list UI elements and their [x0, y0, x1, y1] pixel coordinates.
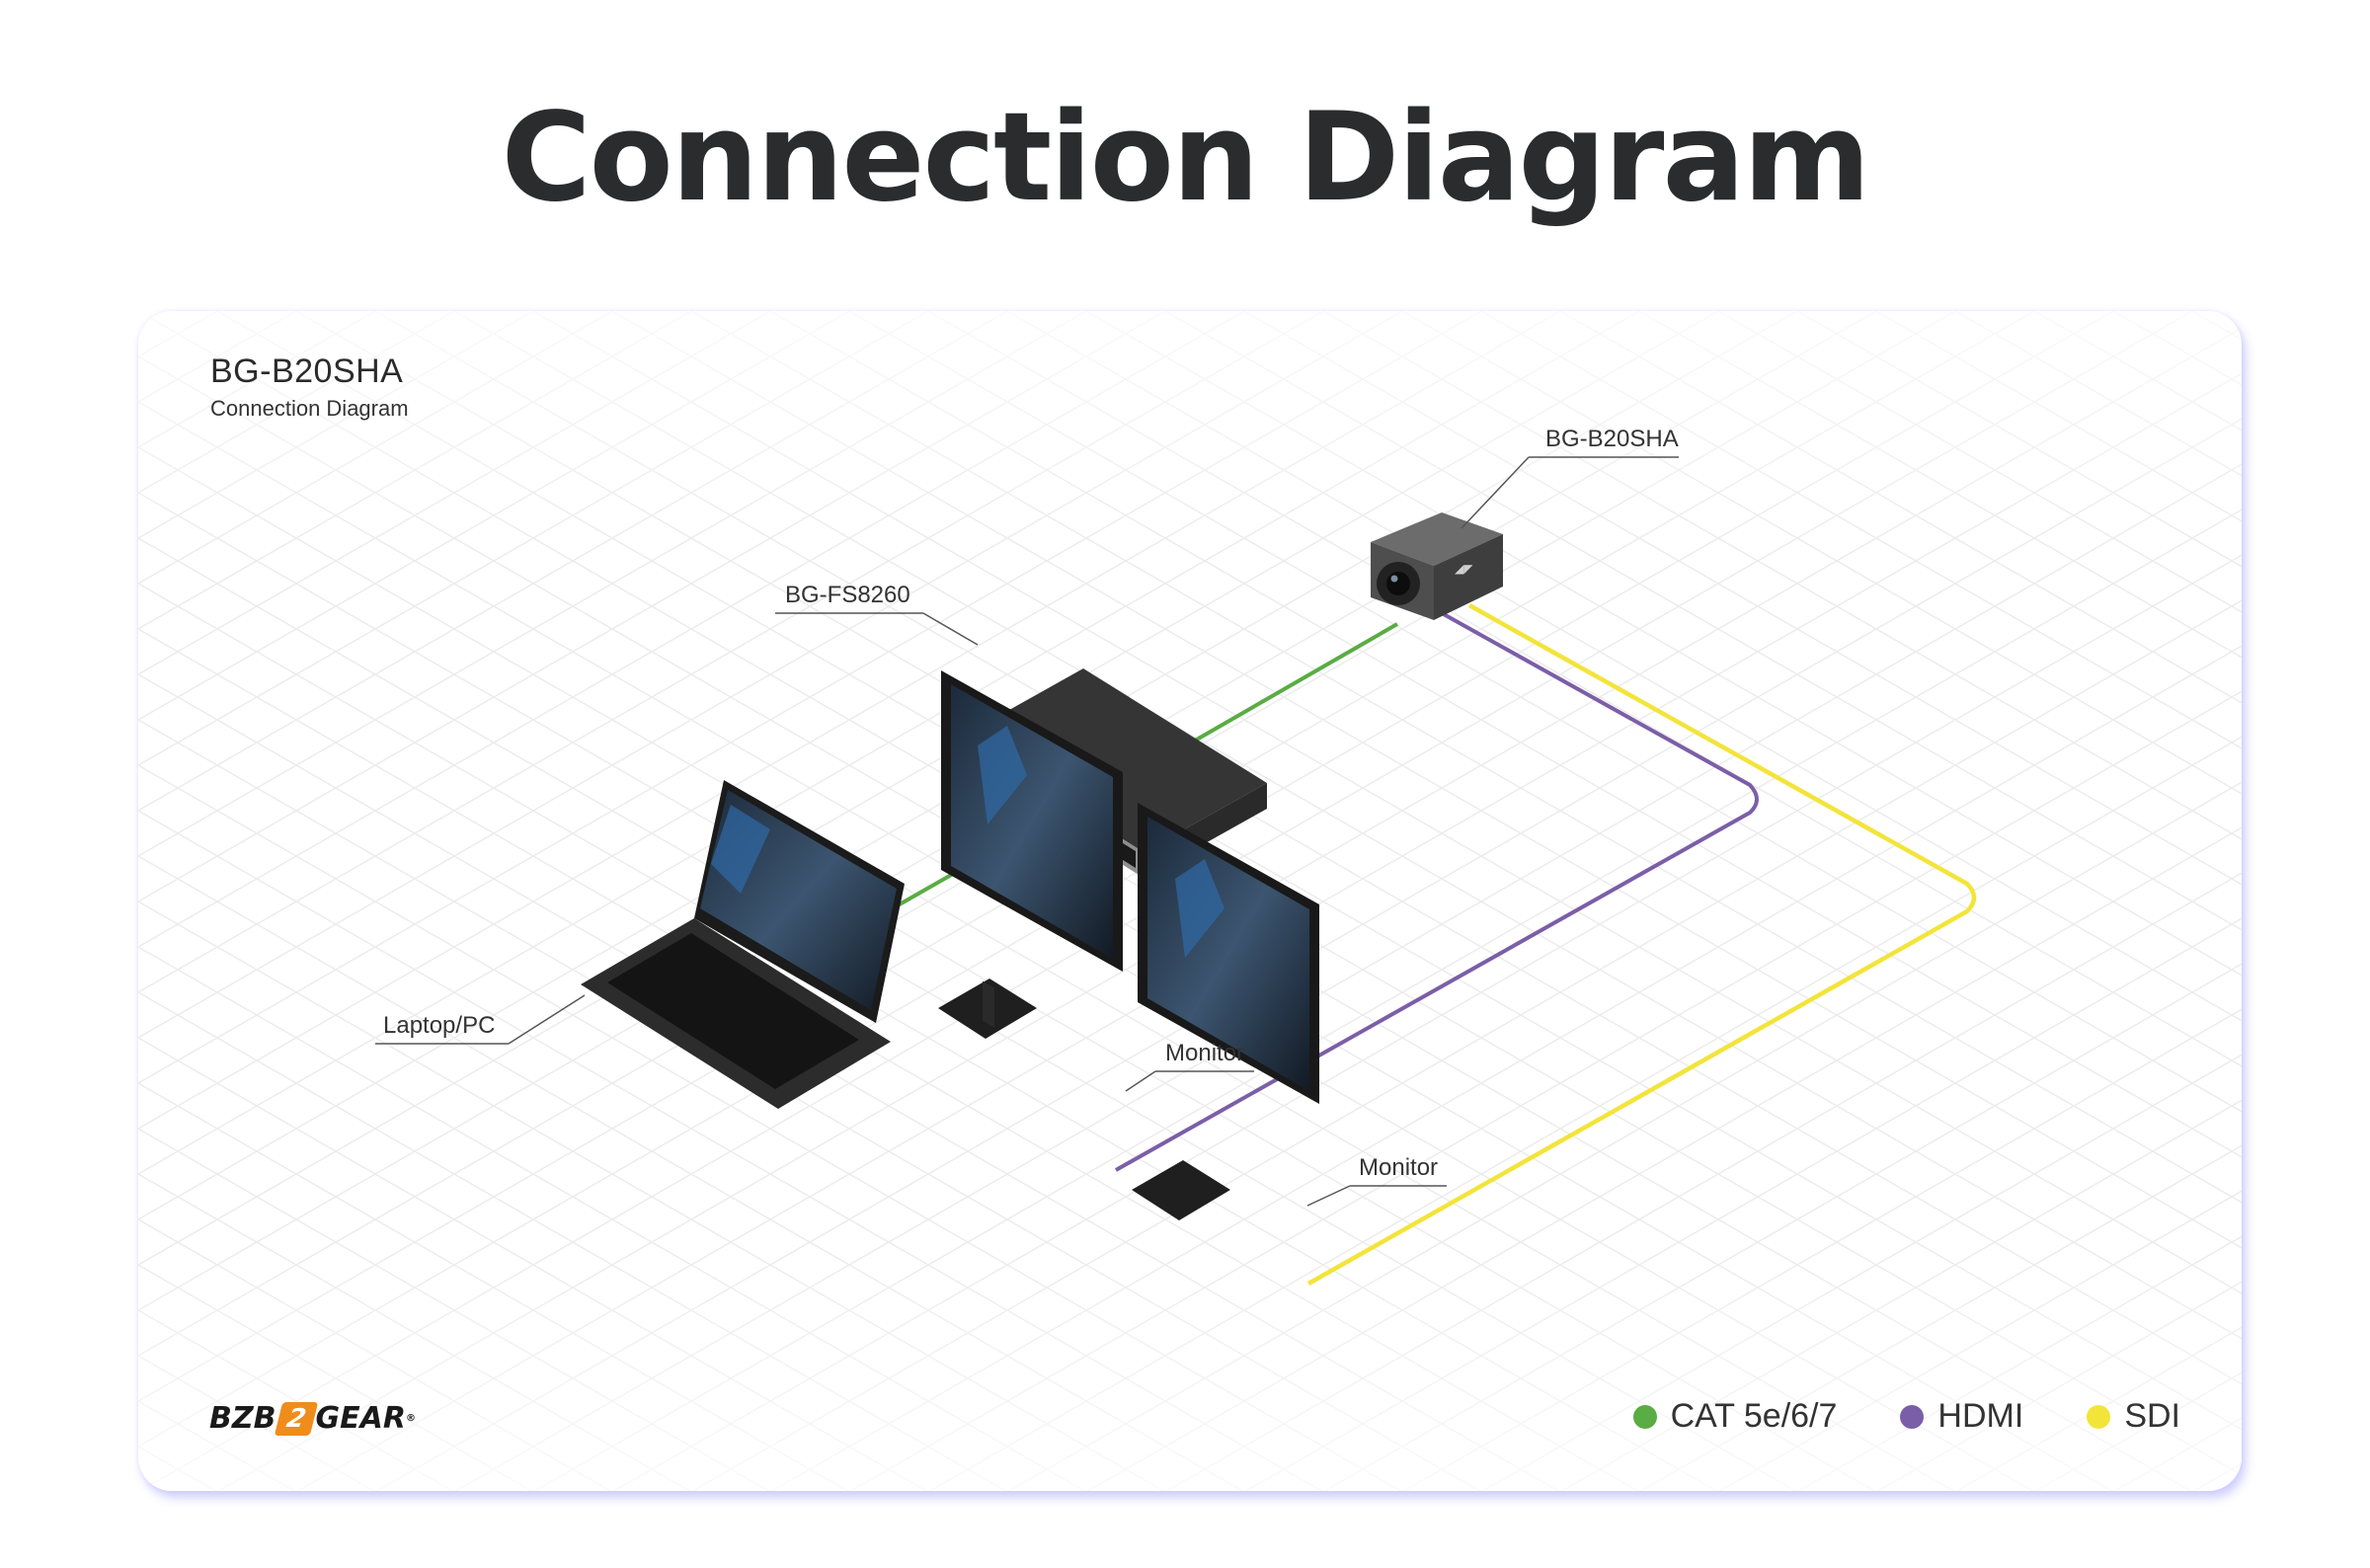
cable-sdi — [1306, 603, 1977, 1286]
page-title: Connection Diagram — [501, 87, 1871, 229]
monitor-icon — [1132, 803, 1319, 1220]
brand-logo-left: BZB — [209, 1401, 276, 1436]
camera-callout-label: BG-B20SHA — [1545, 426, 1679, 452]
cable-cat-switch-camera — [1194, 622, 1398, 743]
diagram-canvas: ◢◤ — [138, 311, 2242, 1491]
laptop-icon — [581, 780, 905, 1109]
diagram-card: ◢◤ — [138, 311, 2242, 1491]
legend-swatch-cat — [1632, 1404, 1657, 1429]
laptop-callout-label: Laptop/PC — [383, 1012, 496, 1039]
legend-label-sdi: SDI — [2124, 1397, 2180, 1435]
legend-item-sdi: SDI — [2087, 1397, 2180, 1436]
callout-leaders — [375, 456, 1679, 1207]
legend: CAT 5e/6/7 HDMI SDI — [1632, 1397, 2180, 1436]
card-heading: BG-B20SHA — [210, 353, 404, 390]
monitor-2-callout-label: Monitor — [1359, 1154, 1439, 1181]
card-subheading: Connection Diagram — [210, 396, 409, 421]
legend-label-cat: CAT 5e/6/7 — [1670, 1397, 1838, 1435]
legend-item-cat: CAT 5e/6/7 — [1632, 1397, 1838, 1436]
brand-logo-reg: ® — [405, 1413, 416, 1424]
brand-logo-right: GEAR — [315, 1401, 406, 1436]
legend-swatch-hdmi — [1900, 1404, 1925, 1429]
legend-item-hdmi: HDMI — [1900, 1397, 2023, 1436]
svg-text:◢◤: ◢◤ — [1455, 562, 1473, 576]
switch-callout-label: BG-FS8260 — [785, 582, 910, 608]
brand-logo: BZB 2 GEAR ® — [209, 1401, 416, 1436]
monitor-icon — [938, 670, 1123, 1039]
monitor-1-callout-label: Monitor — [1165, 1040, 1245, 1066]
brand-logo-mark: 2 — [274, 1401, 318, 1436]
camera-icon: ◢◤ — [1371, 512, 1503, 620]
legend-swatch-sdi — [2087, 1404, 2111, 1429]
legend-label-hdmi: HDMI — [1937, 1397, 2024, 1435]
cable-hdmi — [1115, 611, 1759, 1172]
